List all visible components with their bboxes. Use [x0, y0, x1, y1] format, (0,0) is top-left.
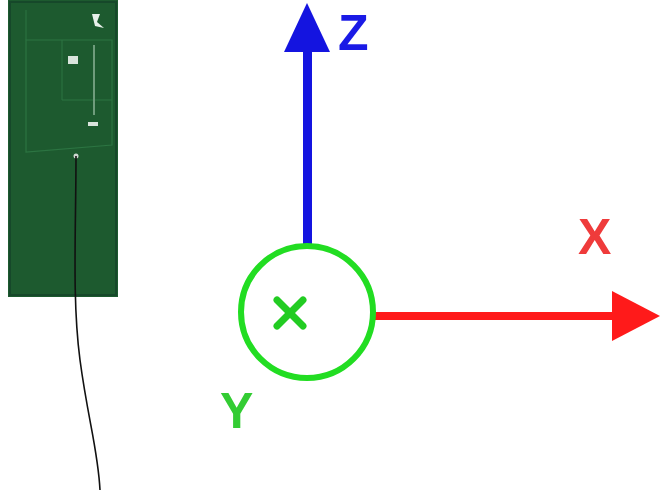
pcb-logo: [92, 14, 104, 28]
coax-cable: [75, 156, 100, 490]
y-axis-symbol: [241, 246, 373, 378]
z-axis-arrow: [284, 3, 330, 248]
axis-label-x: X: [578, 212, 611, 262]
pcb-edge: [10, 2, 116, 295]
pcb-board: [8, 0, 118, 297]
pcb-pad: [68, 56, 78, 64]
axis-label-y: Y: [220, 386, 253, 436]
pcb-trace: [62, 40, 112, 100]
pcb-component: [88, 122, 98, 126]
axis-label-z: Z: [338, 8, 369, 58]
x-axis-arrow: [372, 291, 660, 341]
pcb-trace: [26, 10, 27, 40]
pcb-silkscreen: [93, 45, 95, 115]
pcb-antenna: [8, 0, 118, 490]
pcb-trace: [26, 40, 112, 152]
